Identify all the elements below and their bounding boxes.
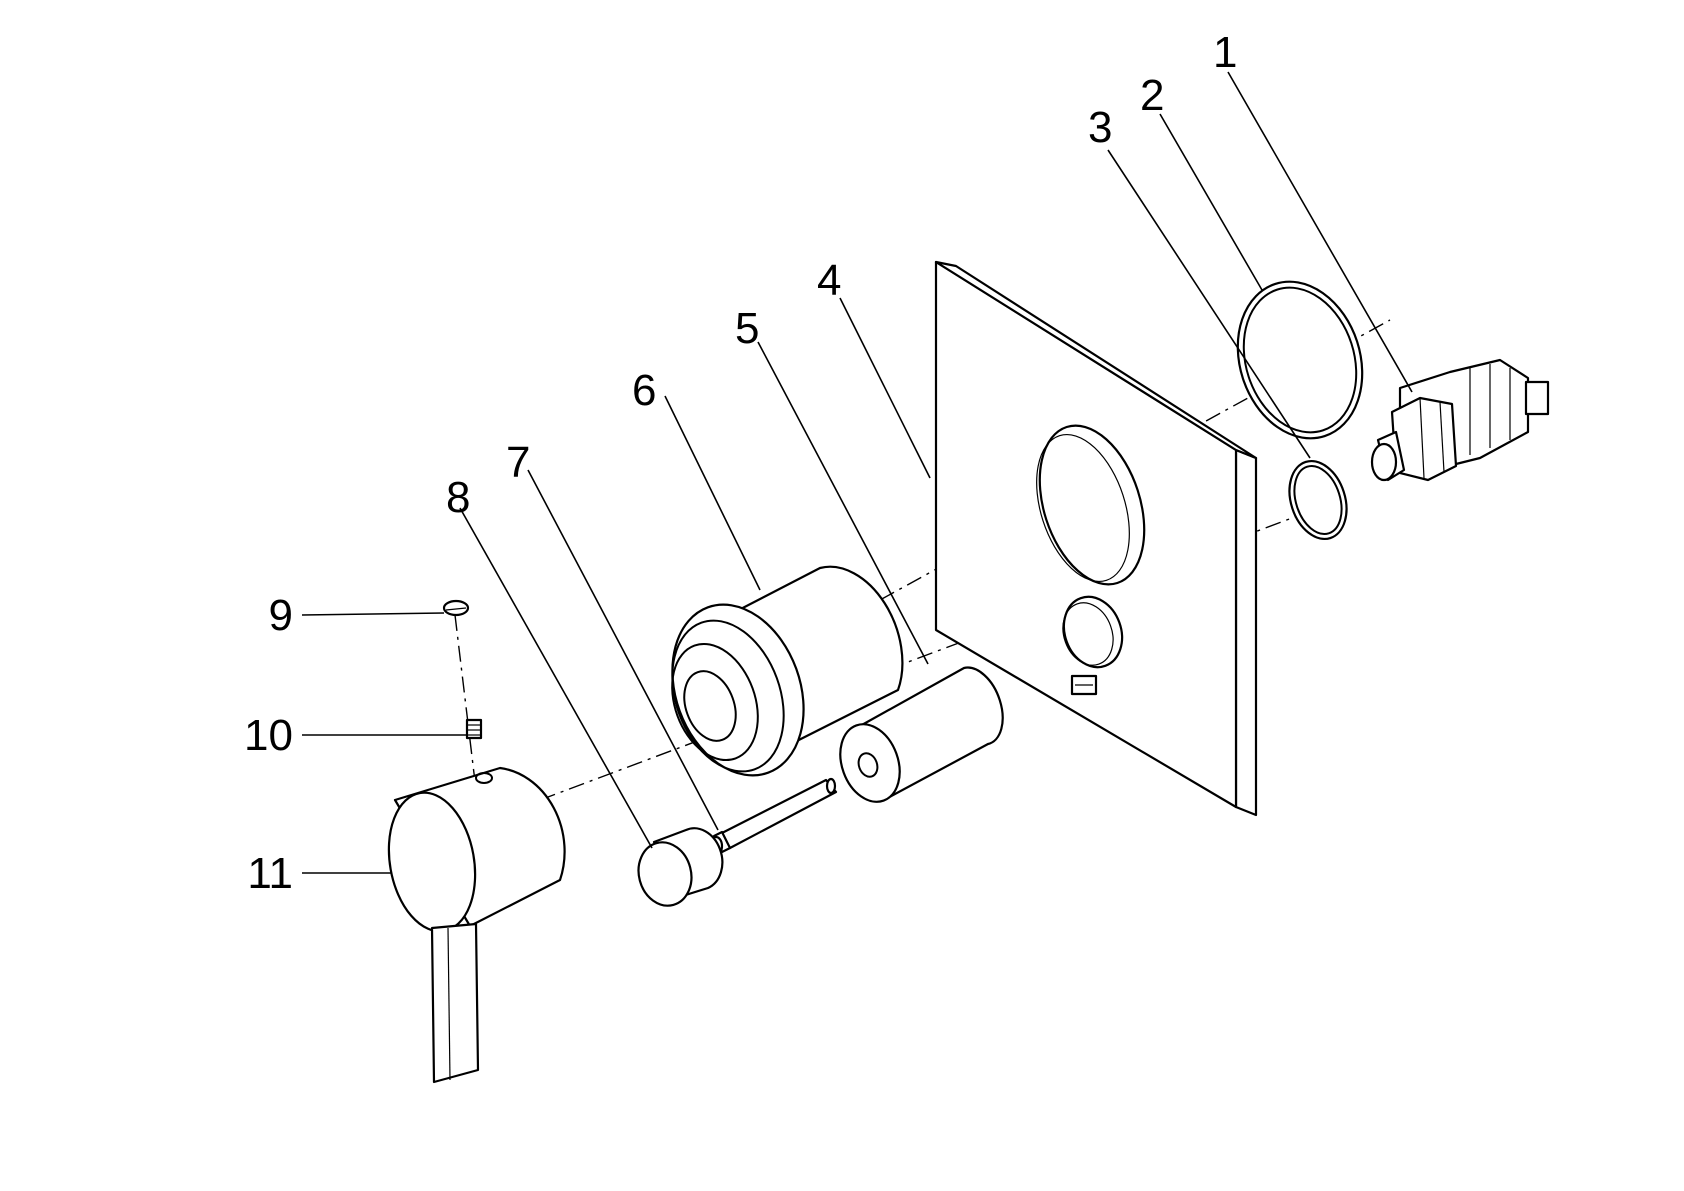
large-o-ring-inner — [1242, 286, 1358, 434]
callout-7: 7 — [506, 438, 530, 487]
indicator-plug-body — [442, 599, 470, 617]
cover-plate-large-opening-rim — [1036, 433, 1130, 583]
lever-handle-arm-edge — [447, 927, 451, 1081]
cover-plate-side — [1234, 448, 1258, 817]
cartridge-hex-edge-2 — [1439, 401, 1445, 473]
sleeve-front-outer — [671, 603, 805, 777]
small-o-ring-inner — [1293, 465, 1343, 535]
sleeve-bore — [683, 670, 737, 742]
sleeve-front-ring — [671, 619, 785, 773]
leader-line-2 — [1159, 113, 1263, 291]
leader-line-1 — [1227, 71, 1413, 393]
cartridge-tip — [1370, 442, 1398, 482]
cover-plate-top-edge — [934, 260, 1258, 460]
lever-handle-screw-hole — [475, 772, 493, 784]
leader-line-6 — [664, 395, 761, 591]
spindle-end — [825, 777, 837, 795]
part-spindle — [708, 777, 838, 857]
part-small-o-ring — [1288, 459, 1348, 541]
part-grub-screw — [465, 718, 483, 740]
part-small-cylinder — [839, 666, 1004, 803]
cover-plate-large-opening — [1038, 424, 1146, 586]
callout-6: 6 — [632, 366, 656, 415]
large-o-ring-outer — [1236, 280, 1364, 440]
round-cap-face — [637, 841, 693, 907]
indicator-plug-edge — [445, 607, 467, 611]
callout-9: 9 — [269, 591, 293, 640]
callout-5: 5 — [735, 304, 759, 353]
part-lever-handle — [387, 766, 566, 1084]
lever-handle-arm — [430, 922, 480, 1084]
callout-3: 3 — [1088, 103, 1112, 152]
part-cover-plate — [934, 260, 1258, 817]
small-cylinder-front — [839, 723, 901, 803]
part-sleeve — [671, 565, 904, 777]
part-cartridge — [1370, 358, 1550, 482]
cartridge-stem — [1524, 380, 1550, 416]
leader-line-8 — [459, 507, 653, 849]
leader-line-4 — [839, 297, 931, 479]
callout-1: 1 — [1213, 28, 1237, 77]
cover-plate-small-opening-rim — [1062, 602, 1114, 666]
part-large-o-ring — [1236, 280, 1364, 440]
leader-lines — [301, 71, 1413, 874]
lower-axis — [539, 499, 1341, 801]
callout-10: 10 — [244, 711, 293, 760]
small-screw-axis — [454, 614, 477, 791]
callout-11: 11 — [247, 849, 293, 898]
sleeve-front-inner-ring — [671, 642, 759, 762]
callout-4: 4 — [817, 256, 841, 305]
spindle-shaft — [718, 778, 838, 850]
leader-line-5 — [757, 341, 929, 665]
cover-plate-small-opening — [1062, 595, 1124, 669]
leader-line-3 — [1107, 149, 1311, 459]
callout-labels: 1 2 3 4 5 6 7 8 9 10 11 — [244, 28, 1237, 898]
part-round-cap — [637, 827, 724, 907]
cartridge-hex-edge-1 — [1419, 397, 1425, 479]
small-cylinder-bore — [857, 752, 879, 778]
callout-2: 2 — [1140, 71, 1164, 120]
callout-8: 8 — [446, 473, 470, 522]
leader-line-9 — [301, 612, 445, 616]
part-indicator-plug — [442, 599, 470, 617]
leader-line-7 — [527, 469, 719, 831]
